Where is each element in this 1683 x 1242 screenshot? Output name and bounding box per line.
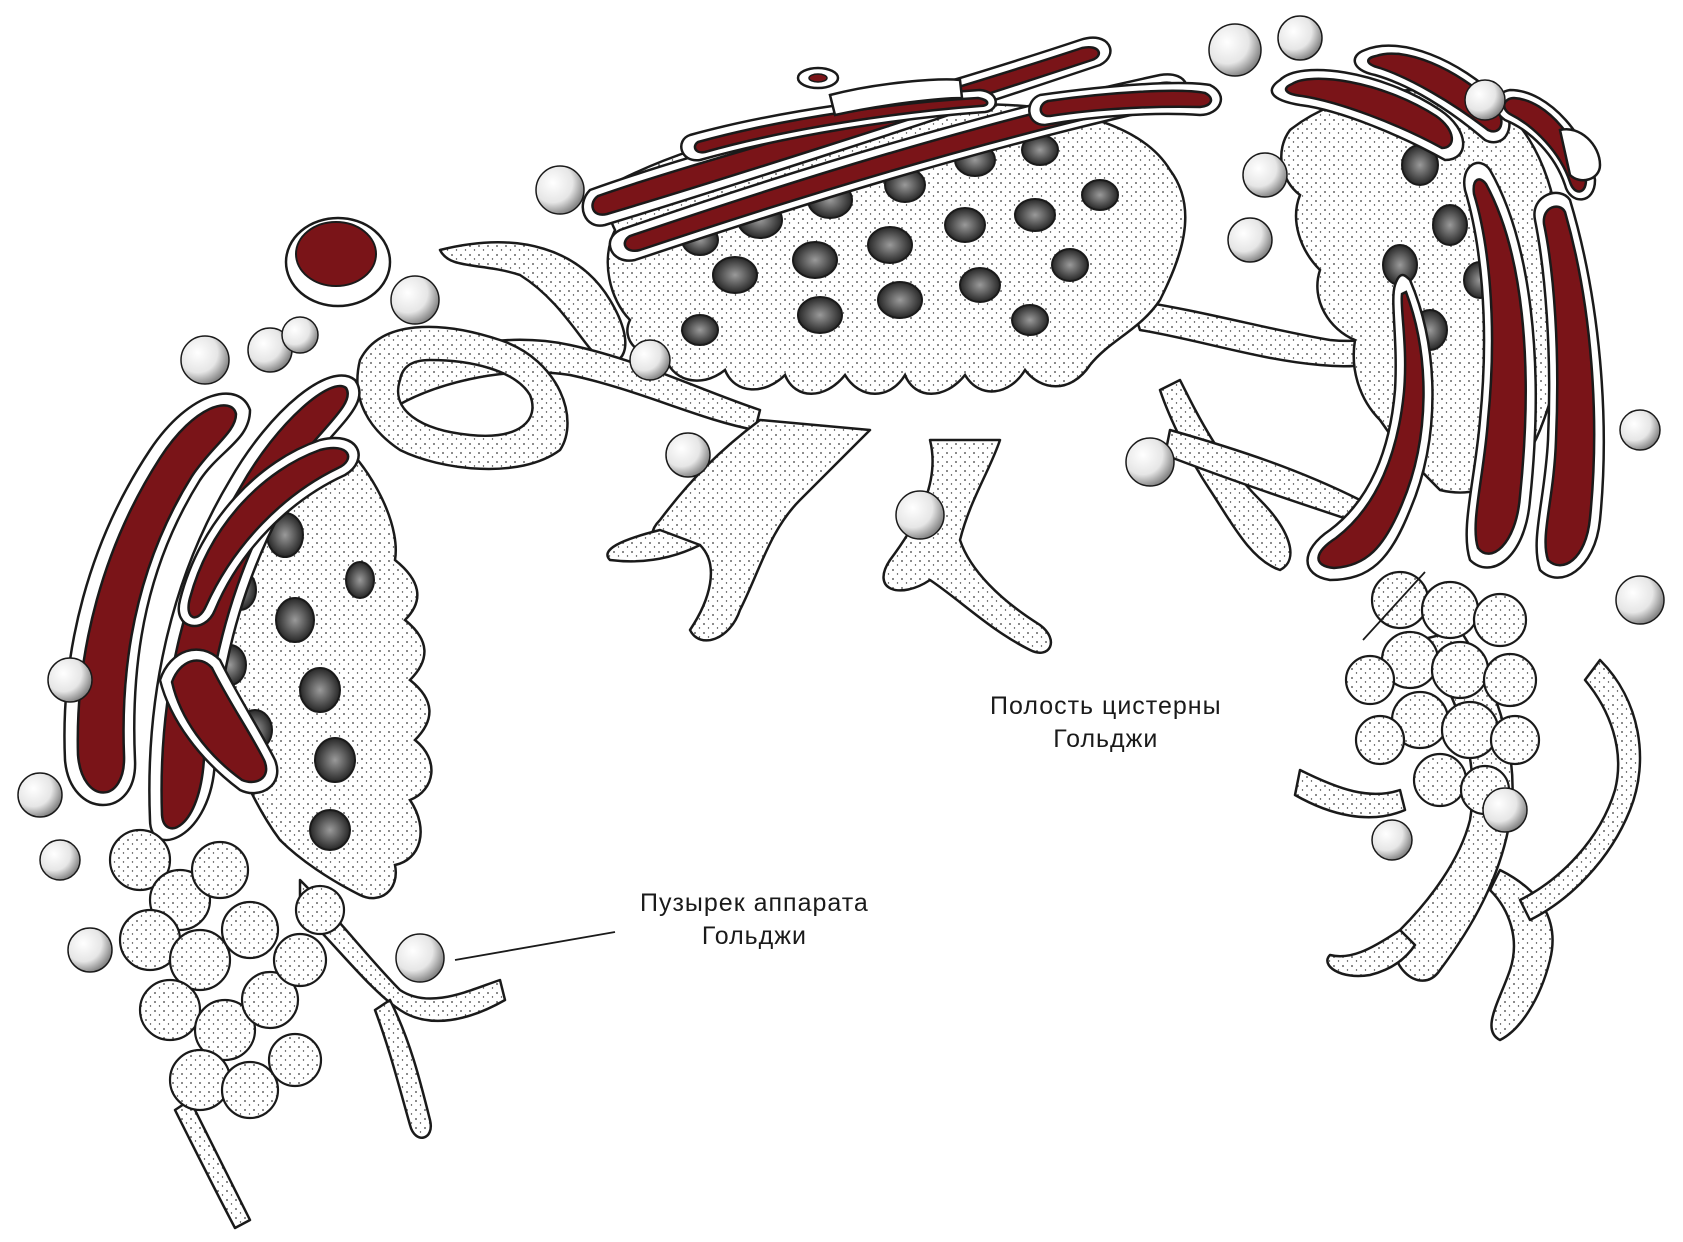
left-vesicle-cluster <box>110 830 344 1118</box>
golgi-vesicle-label: Пузырек аппарата Гольджи <box>640 887 869 953</box>
cisterna-cavity-label-line2: Гольджи <box>990 723 1222 756</box>
golgi-vesicle <box>396 934 444 982</box>
leader-line-vesicle <box>455 932 615 960</box>
detached-cisterna-disc <box>286 218 390 306</box>
cisterna-cavity-label-line1: Полость цистерны <box>990 690 1222 723</box>
left-golgi-stack <box>64 376 431 1118</box>
golgi-vesicle-label-line2: Гольджи <box>640 920 869 953</box>
tubule <box>1520 660 1640 920</box>
tubule <box>884 440 1051 653</box>
tubule <box>375 1000 431 1138</box>
tubule <box>175 1100 250 1228</box>
right-golgi-stack <box>1272 46 1604 814</box>
golgi-vesicle-label-line1: Пузырек аппарата <box>640 887 869 920</box>
tubule <box>1295 770 1405 817</box>
cisterna-cavity-label: Полость цистерны Гольджи <box>990 690 1222 756</box>
